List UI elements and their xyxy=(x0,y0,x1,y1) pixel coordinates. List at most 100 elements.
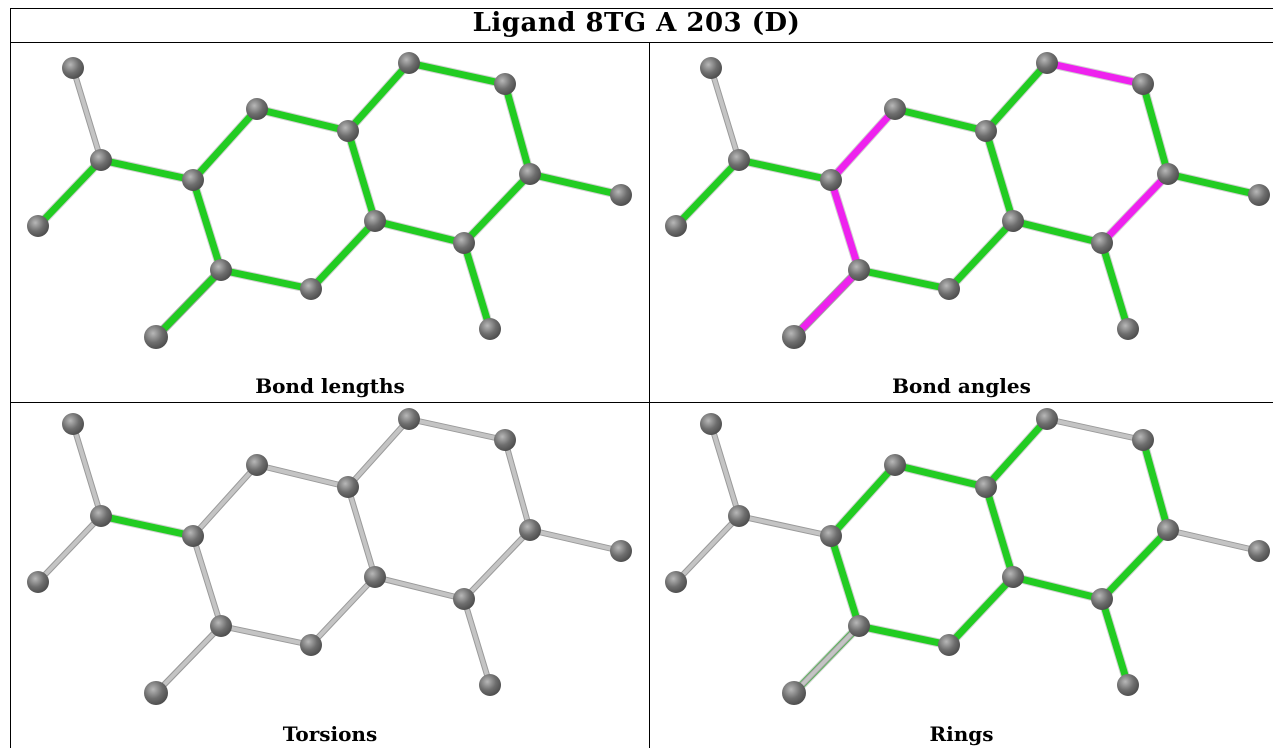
caption-rings: Rings xyxy=(929,722,994,746)
atom-a14 xyxy=(938,634,960,656)
bond-a15-a16 xyxy=(152,266,225,341)
atom-a1 xyxy=(62,413,84,435)
bond-a11-a12 xyxy=(462,597,492,687)
atom-a10 xyxy=(610,540,632,562)
atom-a3 xyxy=(27,571,49,593)
bond-a2-a4 xyxy=(735,156,835,184)
bond-a15-a14 xyxy=(217,266,315,293)
atom-a5 xyxy=(246,454,268,476)
bond-a8-a9 xyxy=(503,438,532,532)
bond-a6-a7 xyxy=(982,415,1051,491)
atom-a6 xyxy=(337,120,359,142)
atom-a4 xyxy=(182,169,204,191)
atom-a3 xyxy=(665,571,687,593)
atom-a7 xyxy=(398,408,420,430)
atom-a7 xyxy=(398,52,420,74)
atom-a11 xyxy=(453,232,475,254)
bond-a2-a4 xyxy=(97,512,197,540)
bond-a1-a2 xyxy=(71,66,103,162)
bond-a7-a8 xyxy=(1045,417,1145,442)
bond-a15-a14 xyxy=(219,624,313,647)
bond-a8-a9 xyxy=(1139,436,1172,534)
atom-a5 xyxy=(246,98,268,120)
bond-a11-a12 xyxy=(1098,239,1132,333)
border-top xyxy=(10,8,1273,9)
atom-a6 xyxy=(975,476,997,498)
bond-a13-a6 xyxy=(344,127,379,225)
atom-a16 xyxy=(782,681,806,705)
atom-a1 xyxy=(62,57,84,79)
caption-torsions: Torsions xyxy=(282,722,378,746)
bond-a2-a4 xyxy=(97,156,197,184)
atom-a11 xyxy=(1091,588,1113,610)
atom-a9 xyxy=(519,163,541,185)
atom-a2 xyxy=(728,505,750,527)
atom-a1 xyxy=(700,413,722,435)
bond-a6-a5 xyxy=(253,105,352,135)
atom-a10 xyxy=(610,184,632,206)
atom-a6 xyxy=(975,120,997,142)
bond-a6-a7 xyxy=(346,417,411,489)
atom-a11 xyxy=(1091,232,1113,254)
atom-a2 xyxy=(90,149,112,171)
bond-a15-a14 xyxy=(855,622,953,649)
atom-a4 xyxy=(820,525,842,547)
bond-a9-a11 xyxy=(1098,526,1172,603)
atom-a5 xyxy=(884,454,906,476)
bond-a2-a4 xyxy=(737,514,833,538)
bond-a6-a5 xyxy=(255,463,350,489)
molecule-rings xyxy=(665,408,1270,705)
bond-a9-a10 xyxy=(1166,528,1261,553)
atom-a12 xyxy=(1117,674,1139,696)
caption-bond-lengths: Bond lengths xyxy=(255,374,405,398)
atom-a2 xyxy=(728,149,750,171)
bond-a6-a7 xyxy=(982,59,1051,135)
atom-a14 xyxy=(300,634,322,656)
panel-bond-angles xyxy=(650,43,1273,373)
atom-a12 xyxy=(479,318,501,340)
bond-a2-a3 xyxy=(674,514,741,584)
atom-a1 xyxy=(700,57,722,79)
atom-a7 xyxy=(1036,52,1058,74)
atom-a5 xyxy=(884,98,906,120)
atom-a9 xyxy=(519,519,541,541)
bond-a1-a2 xyxy=(709,66,741,162)
atom-a8 xyxy=(494,429,516,451)
atom-a16 xyxy=(144,681,168,705)
atoms xyxy=(665,52,1270,349)
bond-a11-a13 xyxy=(1009,573,1106,603)
bond-a4-a15 xyxy=(827,176,863,274)
atom-a8 xyxy=(1132,73,1154,95)
atom-a4 xyxy=(182,525,204,547)
atom-a15 xyxy=(210,259,232,281)
bond-a9-a11 xyxy=(460,170,534,247)
bond-a5-a4 xyxy=(827,105,899,184)
bond-a6-a5 xyxy=(891,105,990,135)
bond-a6-a7 xyxy=(344,59,413,135)
bond-a6-a5 xyxy=(891,461,990,491)
atoms xyxy=(27,52,632,349)
atom-a16 xyxy=(782,325,806,349)
bond-a11-a13 xyxy=(1009,217,1106,247)
molecule-bond-lengths xyxy=(27,52,632,349)
bond-a2-a3 xyxy=(34,156,105,230)
atom-a10 xyxy=(1248,184,1270,206)
atom-a15 xyxy=(210,615,232,637)
bonds xyxy=(673,414,1262,698)
atom-a16 xyxy=(144,325,168,349)
bond-a2-a3 xyxy=(36,514,103,584)
bond-a7-a8 xyxy=(1043,59,1147,88)
figure-title: Ligand 8TG A 203 (D) xyxy=(472,8,801,38)
bond-a14-a13 xyxy=(309,575,377,647)
molecule-bond-angles xyxy=(665,52,1270,349)
atom-a12 xyxy=(1117,318,1139,340)
atom-a7 xyxy=(1036,408,1058,430)
atom-a10 xyxy=(1248,540,1270,562)
panel-bond-lengths xyxy=(11,43,649,373)
atom-a4 xyxy=(820,169,842,191)
atom-a3 xyxy=(665,215,687,237)
bond-a9-a11 xyxy=(1098,170,1172,247)
bond-a11-a12 xyxy=(460,239,494,333)
atom-a9 xyxy=(1157,163,1179,185)
